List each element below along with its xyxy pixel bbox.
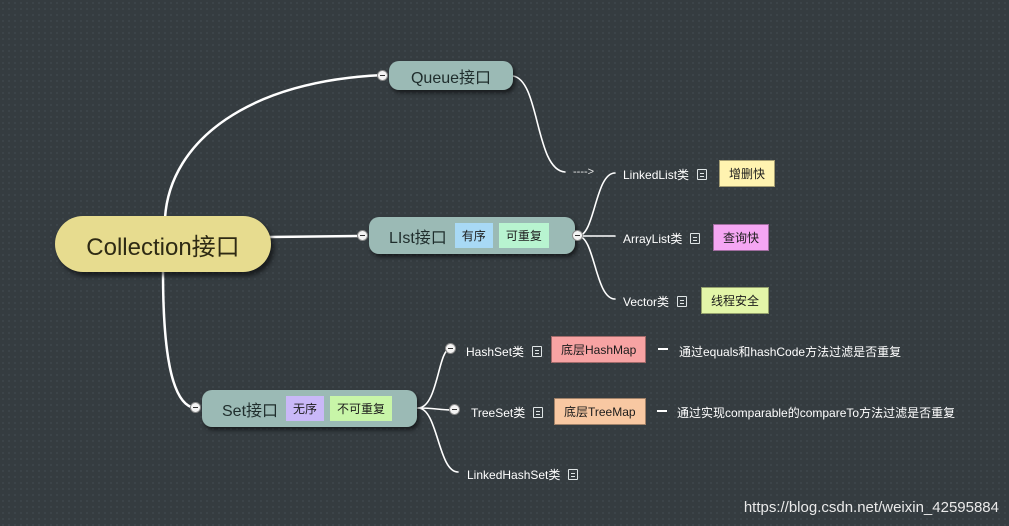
collection-root-label: Collection接口	[86, 233, 240, 261]
linkedhashset-node[interactable]: LinkedHashSet类	[467, 466, 579, 483]
arraylist-node[interactable]: ArrayList类	[623, 230, 701, 247]
note-icon[interactable]	[532, 346, 543, 357]
list-collapse-button[interactable]	[357, 230, 368, 241]
treeset-collapse-button[interactable]	[449, 404, 460, 415]
list-tag-ordered: 有序	[454, 223, 493, 248]
vector-node[interactable]: Vector类	[623, 293, 688, 310]
collection-root-node[interactable]: Collection接口	[55, 216, 271, 272]
queue-label: Queue接口	[410, 69, 492, 87]
set-node[interactable]: Set接口 无序 不可重复	[202, 390, 417, 427]
note-icon[interactable]	[533, 407, 544, 418]
treeset-label: TreeSet类	[471, 406, 526, 420]
arraylist-sticker: 查询快	[713, 224, 770, 251]
queue-to-linkedlist-arrow: ---->	[573, 166, 595, 178]
link-root-set	[161, 270, 197, 410]
arraylist-label: ArrayList类	[623, 232, 683, 246]
hashset-node[interactable]: HashSet类	[466, 343, 543, 360]
set-tag-unordered: 无序	[286, 396, 325, 421]
link-root-queue	[163, 73, 387, 220]
watermark-url: https://blog.csdn.net/weixin_42595884	[743, 499, 999, 516]
hashset-collapse-button[interactable]	[445, 343, 456, 354]
hashset-sticker: 底层HashMap	[551, 336, 647, 363]
linkedlist-node[interactable]: LinkedList类	[623, 166, 708, 183]
list-node[interactable]: LIst接口 有序 可重复	[369, 217, 575, 254]
link-list-vector	[577, 235, 616, 300]
queue-node[interactable]: Queue接口	[389, 61, 513, 90]
list-children-collapse-button[interactable]	[572, 230, 583, 241]
hashset-label: HashSet类	[466, 345, 525, 359]
link-list-linkedlist	[577, 172, 616, 237]
note-icon[interactable]	[697, 169, 708, 180]
treeset-node[interactable]: TreeSet类	[471, 404, 544, 421]
hashset-detail[interactable]: 通过equals和hashCode方法过滤是否重复	[679, 345, 902, 359]
linkedlist-label: LinkedList类	[623, 168, 690, 182]
linkedlist-sticker: 增删快	[719, 160, 776, 187]
list-tag-repeatable: 可重复	[498, 223, 549, 248]
treeset-sticker: 底层TreeMap	[554, 398, 646, 425]
vector-sticker: 线程安全	[701, 287, 770, 314]
hashset-detail-dash	[658, 348, 668, 350]
note-icon[interactable]	[568, 469, 579, 480]
link-set-linkedhashset	[417, 407, 459, 473]
link-queue-linkedlist	[512, 75, 566, 173]
queue-collapse-button[interactable]	[377, 70, 388, 81]
note-icon[interactable]	[677, 296, 688, 307]
treeset-detail-dash	[657, 410, 667, 412]
linkedhashset-label: LinkedHashSet类	[467, 468, 561, 482]
set-label: Set接口	[222, 402, 279, 420]
link-set-hashset	[417, 348, 451, 409]
vector-label: Vector类	[623, 295, 670, 309]
set-tag-unique: 不可重复	[330, 396, 393, 421]
link-root-list	[268, 234, 360, 239]
note-icon[interactable]	[690, 233, 701, 244]
list-label: LIst接口	[389, 229, 447, 247]
set-collapse-button[interactable]	[190, 402, 201, 413]
treeset-detail[interactable]: 通过实现comparable的compareTo方法过滤是否重复	[677, 406, 956, 420]
